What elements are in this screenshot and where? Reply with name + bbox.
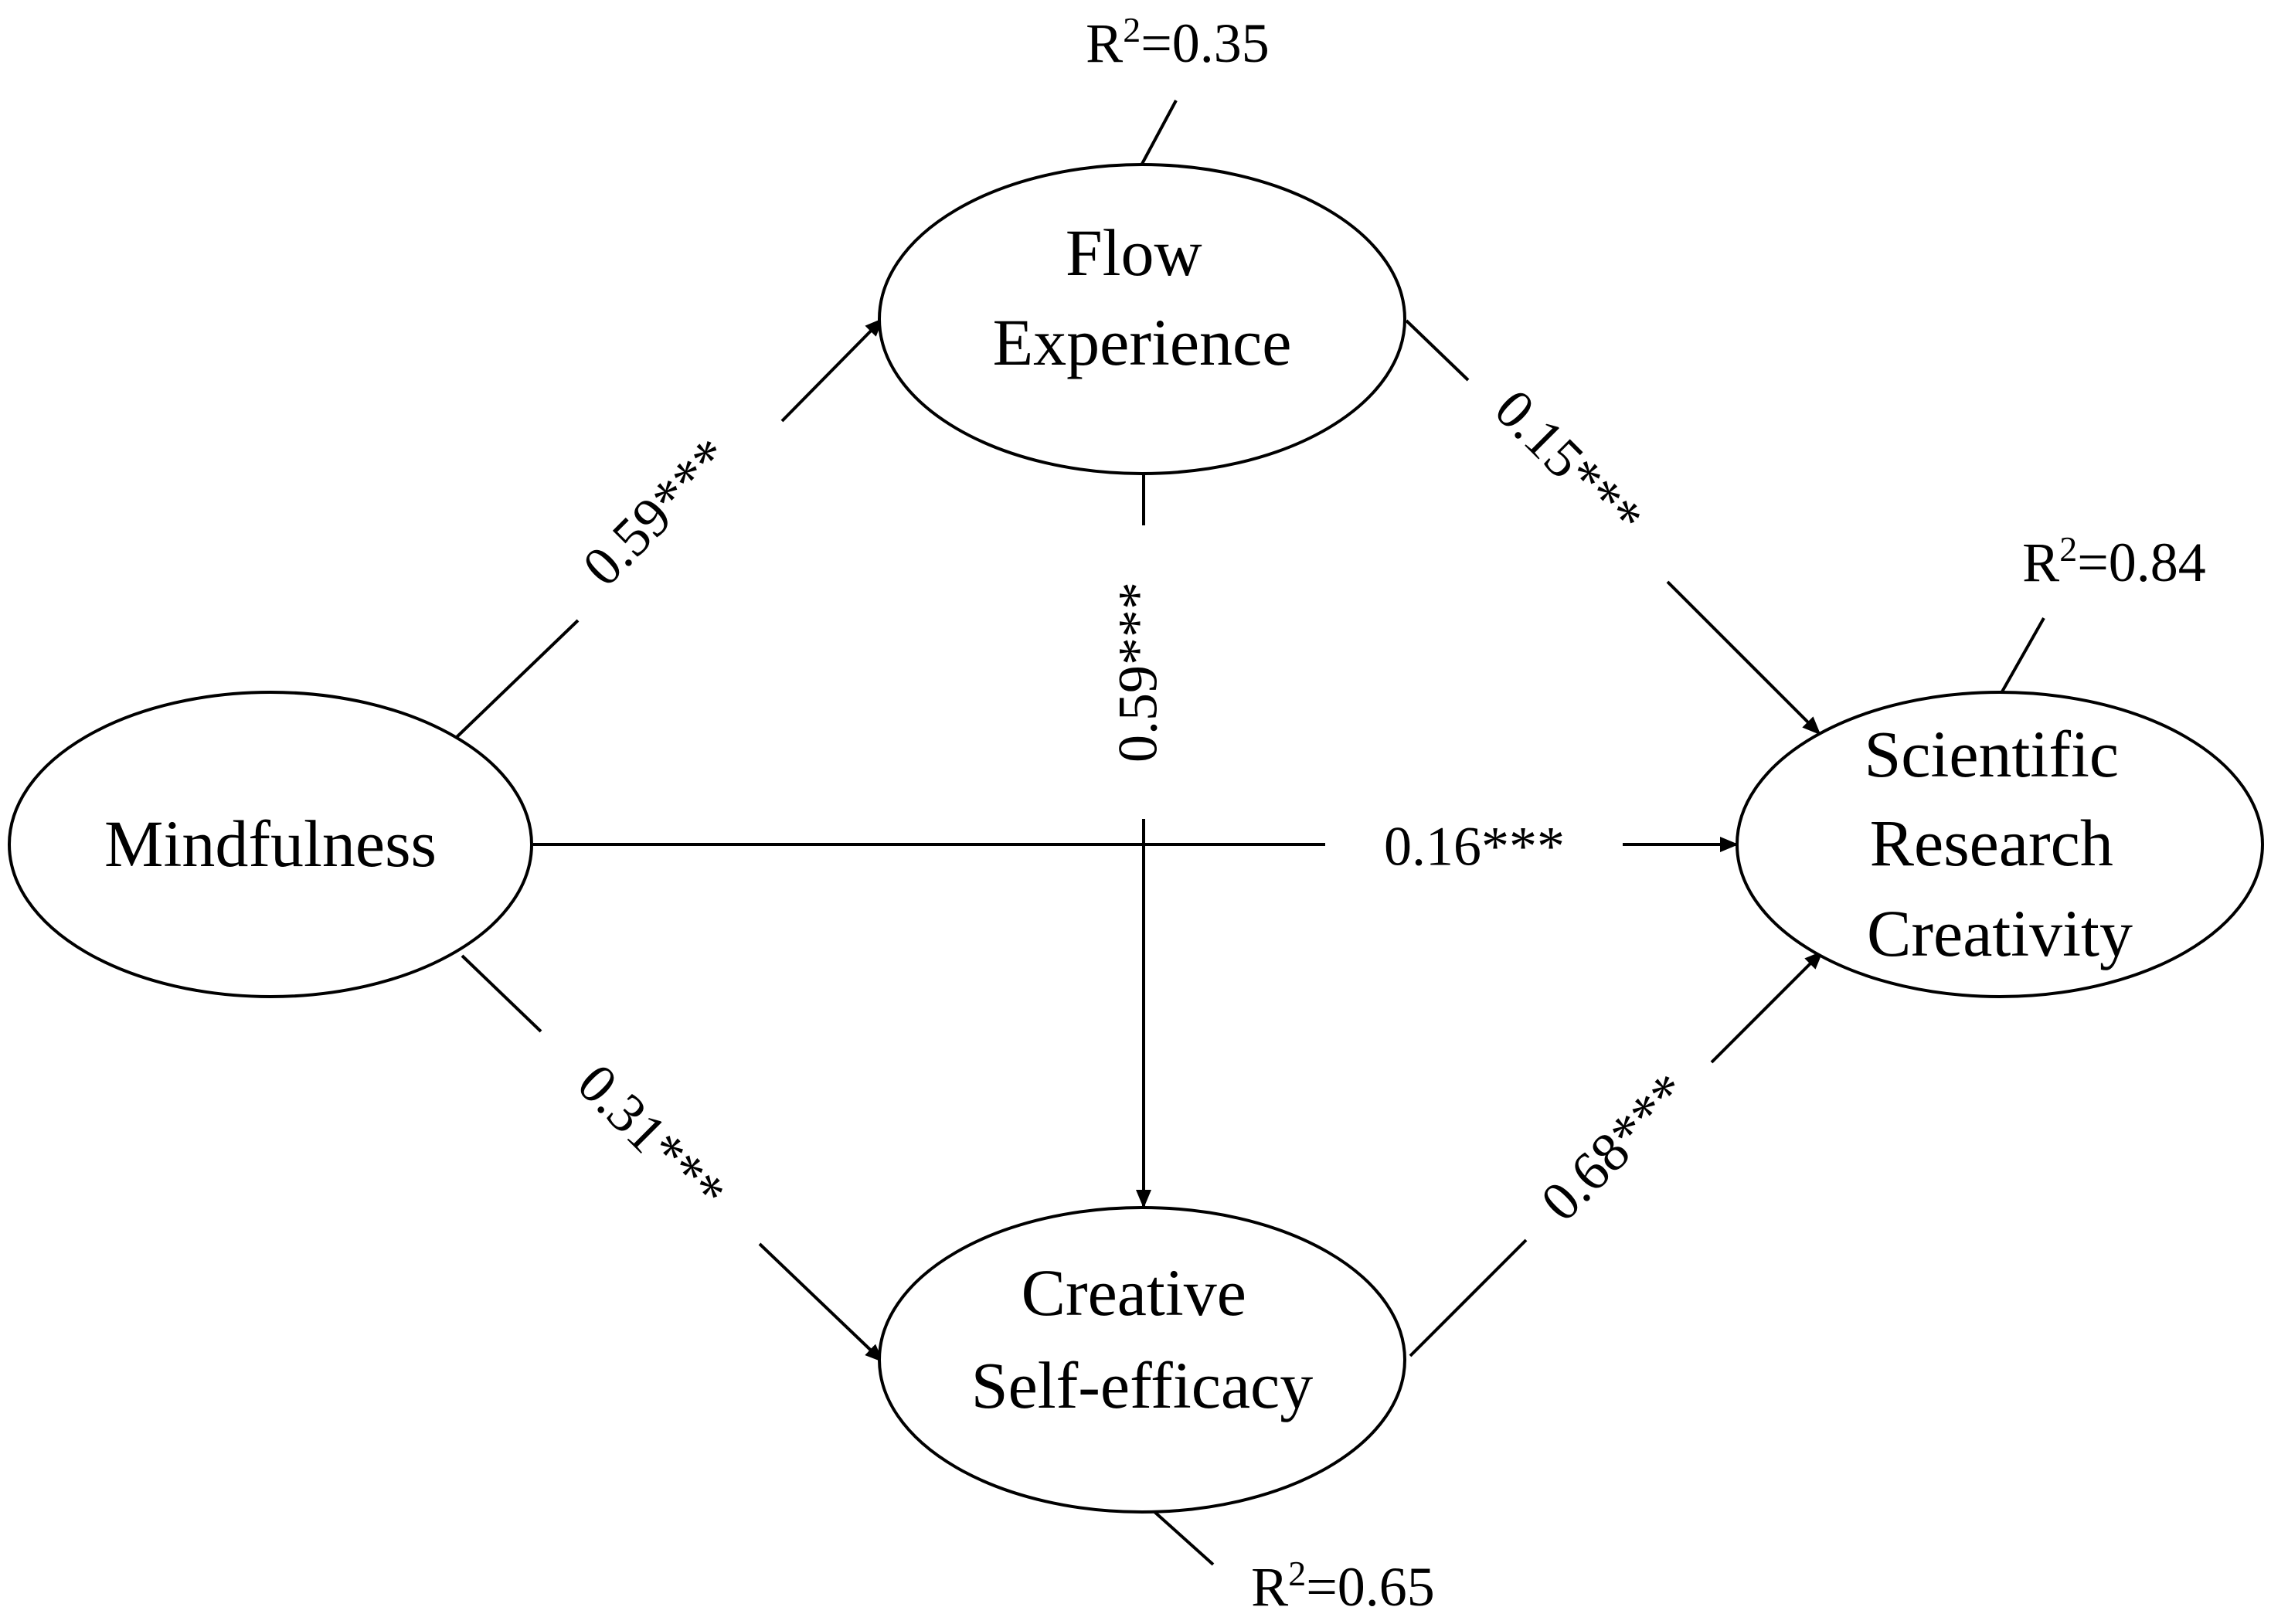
r2-creative-self-efficacy: R2=0.65	[1251, 1554, 1435, 1618]
node-selfefficacy-line-2: Self-efficacy	[971, 1348, 1313, 1422]
r2-creativity-prefix: R	[2022, 532, 2059, 593]
r2-flow-prefix: R	[1086, 12, 1123, 74]
node-flow-ellipse	[878, 163, 1406, 475]
r2-creativity-superscript: 2	[2059, 529, 2077, 569]
coef-flow-selfefficacy: 0.59***	[1107, 582, 1169, 763]
node-creativity-line-2: Research	[1870, 806, 2113, 880]
coef-mindfulness-selfefficacy: 0.31***	[566, 1052, 737, 1224]
r2-flow-value: =0.35	[1141, 12, 1270, 74]
arrow-mindfulness-flow	[780, 318, 884, 423]
r2-scientific-research-creativity: R2=0.84	[2022, 529, 2206, 593]
node-creativity-ellipse	[1736, 691, 2264, 998]
node-flow-line-1: Flow	[1066, 216, 1202, 290]
r2-selfefficacy-superscript: 2	[1288, 1554, 1306, 1593]
r2-flow-experience: R2=0.35	[1086, 10, 1270, 74]
node-scientific-research-creativity: Scientific Research Creativity	[1736, 691, 2264, 998]
r2-creativity-value: =0.84	[2077, 532, 2206, 593]
node-creativity-label: Scientific Research Creativity	[1864, 717, 2135, 970]
node-mindfulness-label: Mindfulness	[104, 807, 437, 881]
r2-selfefficacy-value: =0.65	[1306, 1556, 1435, 1618]
arrow-selfefficacy-creativity-segment-1	[1409, 1238, 1528, 1357]
arrow-mindfulness-selfefficacy	[758, 1242, 884, 1363]
arrow-mindfulness-selfefficacy-segment-1	[461, 954, 542, 1033]
node-selfefficacy-label: Creative Self-efficacy	[971, 1255, 1313, 1422]
node-selfefficacy-line-1: Creative	[1022, 1255, 1246, 1330]
r2-flow-connector	[1141, 100, 1178, 165]
arrow-flow-creativity-segment-1	[1405, 319, 1470, 382]
node-flow-experience: Flow Experience	[878, 163, 1406, 475]
coef-selfefficacy-creativity: 0.68***	[1529, 1062, 1701, 1233]
node-creativity-line-3: Creativity	[1867, 896, 2133, 970]
r2-selfefficacy-connector	[1151, 1509, 1215, 1566]
arrow-mindfulness-flow-segment-1	[454, 619, 580, 739]
node-flow-label: Flow Experience	[993, 216, 1292, 379]
r2-creativity-connector	[2000, 617, 2045, 694]
node-mindfulness-ellipse	[8, 691, 533, 998]
node-selfefficacy-ellipse	[878, 1206, 1406, 1514]
node-mindfulness-line-1: Mindfulness	[104, 807, 437, 881]
node-mindfulness: Mindfulness	[8, 691, 533, 998]
node-creativity-line-1: Scientific	[1864, 717, 2119, 791]
node-creative-self-efficacy: Creative Self-efficacy	[878, 1206, 1406, 1514]
r2-selfefficacy-prefix: R	[1251, 1556, 1288, 1618]
coef-mindfulness-creativity: 0.16***	[1384, 816, 1565, 878]
coef-flow-creativity: 0.15***	[1483, 378, 1654, 549]
coef-mindfulness-flow: 0.59***	[571, 426, 743, 598]
node-flow-line-2: Experience	[993, 305, 1292, 379]
arrow-flow-creativity	[1666, 580, 1821, 736]
arrow-selfefficacy-creativity	[1710, 950, 1824, 1064]
r2-flow-superscript: 2	[1123, 10, 1141, 49]
